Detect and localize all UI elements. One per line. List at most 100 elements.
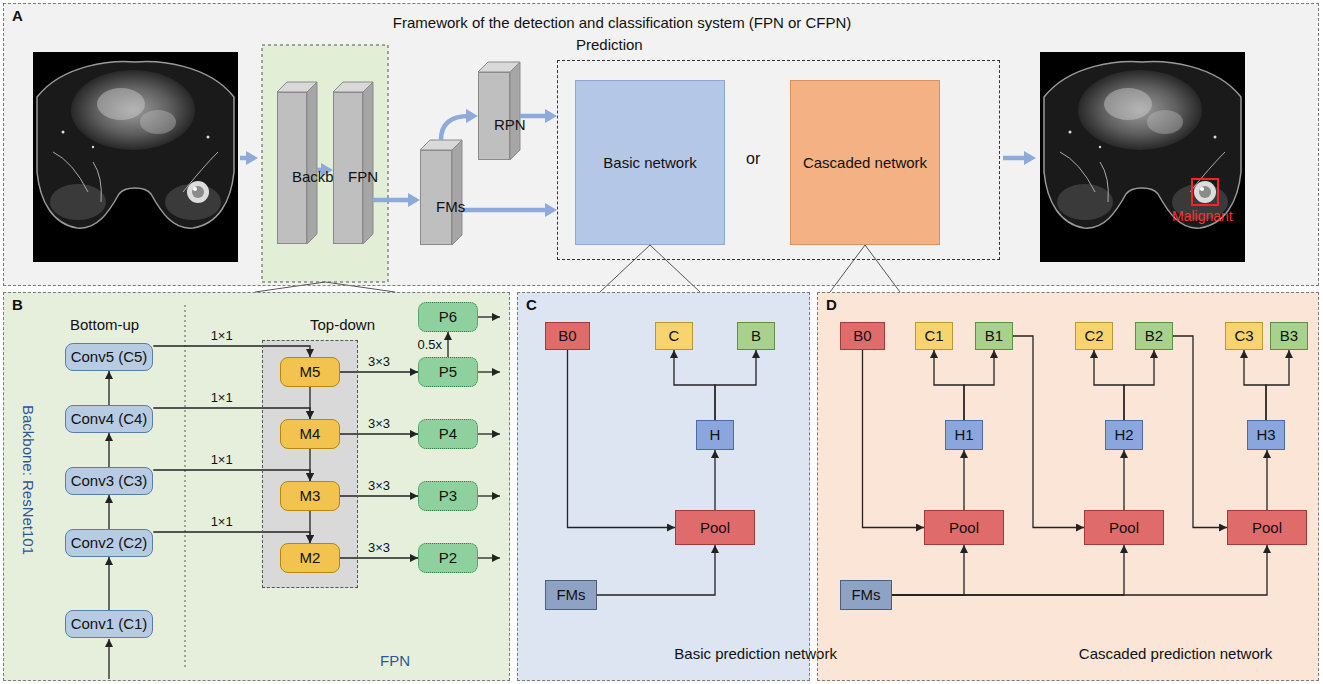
group-region (262, 340, 358, 588)
arrow-connector (714, 450, 715, 510)
box-label: Pool (949, 519, 979, 536)
box-label: M5 (300, 363, 321, 380)
class-box: C3 (1225, 322, 1263, 350)
arrow-connector (153, 408, 310, 419)
merge-box: M2 (280, 543, 340, 573)
class-box: C (655, 322, 693, 350)
arrow-connector (597, 545, 715, 595)
panel-ground (517, 292, 810, 681)
box-label: H3 (1256, 426, 1275, 443)
block-3d: Backbone (277, 92, 307, 244)
arrow-connector (1266, 350, 1289, 420)
arrow-connector (934, 350, 964, 420)
conv-layer: Conv4 (C4) (65, 405, 154, 433)
group-box: Top-downM5M4M3M2 (262, 340, 358, 588)
edge-label: 1×1 (209, 452, 235, 468)
box-label: M2 (300, 549, 321, 566)
box-label: B0 (558, 327, 576, 344)
bbox-box: B (737, 322, 775, 350)
box-label: Cascaded network (803, 154, 927, 171)
zoom-line (830, 245, 900, 292)
panel-letter: D (826, 296, 837, 313)
box-label: H2 (1114, 426, 1133, 443)
detection-box (1192, 179, 1218, 205)
output-arrow (478, 557, 500, 558)
box-label: B3 (1280, 327, 1298, 344)
mri-image (1040, 52, 1245, 262)
arrow-connector (1173, 336, 1227, 528)
block-3d: FPN (333, 92, 363, 244)
box-label: C (669, 327, 680, 344)
panel-ground (3, 292, 510, 681)
box-label: Prediction (576, 36, 643, 53)
flow-arrow (1003, 156, 1027, 161)
conv-layer: Conv2 (C2) (65, 529, 154, 557)
box-label: B0 (853, 327, 871, 344)
arrow-connector (963, 450, 964, 510)
panel-title: Basic prediction network (674, 645, 837, 662)
network-box: Basic network (575, 80, 725, 245)
arrow-connector (1266, 450, 1267, 510)
box-label: C1 (924, 327, 943, 344)
arrow-connector (447, 332, 448, 357)
arrow-connector (863, 350, 925, 528)
box-label: Conv4 (C4) (71, 410, 148, 427)
panel-letter: C (526, 296, 537, 313)
panel-title: Framework of the detection and classific… (393, 14, 851, 31)
class-box: C2 (1075, 322, 1113, 350)
output-arrow (478, 316, 500, 317)
annotation-label: Malignant (1172, 208, 1233, 224)
box-label: B2 (1145, 327, 1163, 344)
zoom-line (255, 282, 395, 292)
box-label: C3 (1234, 327, 1253, 344)
zoom-line (600, 245, 700, 292)
arrow-connector (309, 449, 310, 481)
merge-box: M5 (280, 357, 340, 387)
block-face (363, 82, 373, 244)
pyramid-level: P5 (418, 357, 478, 387)
block-face (307, 82, 317, 244)
arrow-connector (340, 495, 418, 496)
panel: CBasic prediction networkB0CBHPoolFMs (517, 292, 810, 681)
box-label: Conv1 (C1) (71, 615, 148, 632)
input-arrow (108, 639, 109, 679)
arrow-connector (892, 545, 1267, 595)
arrow-connector (1124, 350, 1154, 420)
edge-label: 1×1 (209, 514, 235, 530)
block-face (510, 62, 520, 160)
section-label: Bottom-up (70, 316, 139, 333)
box-label: M4 (300, 425, 321, 442)
section-label: Backbone: ResNet101 (20, 405, 37, 555)
box-label: P5 (439, 363, 457, 380)
panel-ground (3, 3, 1319, 286)
box-label: FMs (851, 586, 880, 603)
box-label: RPN (494, 116, 526, 133)
edge-label: 1×1 (209, 328, 235, 344)
arrow-connector (309, 387, 310, 419)
box-label: FMs (436, 198, 465, 215)
head-box: H3 (1247, 420, 1285, 450)
box-label: M3 (300, 487, 321, 504)
edge-label: 3×3 (366, 540, 392, 556)
arrow-connector (1123, 450, 1124, 510)
conv-layer: Conv3 (C3) (65, 467, 154, 495)
arrow-connector (340, 557, 418, 558)
arrow-connector (108, 433, 109, 467)
box-label: P3 (439, 487, 457, 504)
block-3d: RPN (478, 72, 510, 160)
edge-label: 3×3 (366, 416, 392, 432)
block-3d: FMs (420, 150, 452, 245)
block-face (452, 140, 462, 245)
head-box: H (696, 420, 734, 450)
arrow-connector (892, 545, 964, 595)
box-label: H (710, 426, 721, 443)
edge-label: 3×3 (366, 478, 392, 494)
box-pool: Pool (924, 510, 1004, 545)
arrow-connector (462, 208, 548, 213)
box-label: C2 (1084, 327, 1103, 344)
edge-label: 0.5x (415, 337, 444, 353)
box-pool: Pool (675, 510, 755, 545)
box-pool: Pool (1227, 510, 1307, 545)
